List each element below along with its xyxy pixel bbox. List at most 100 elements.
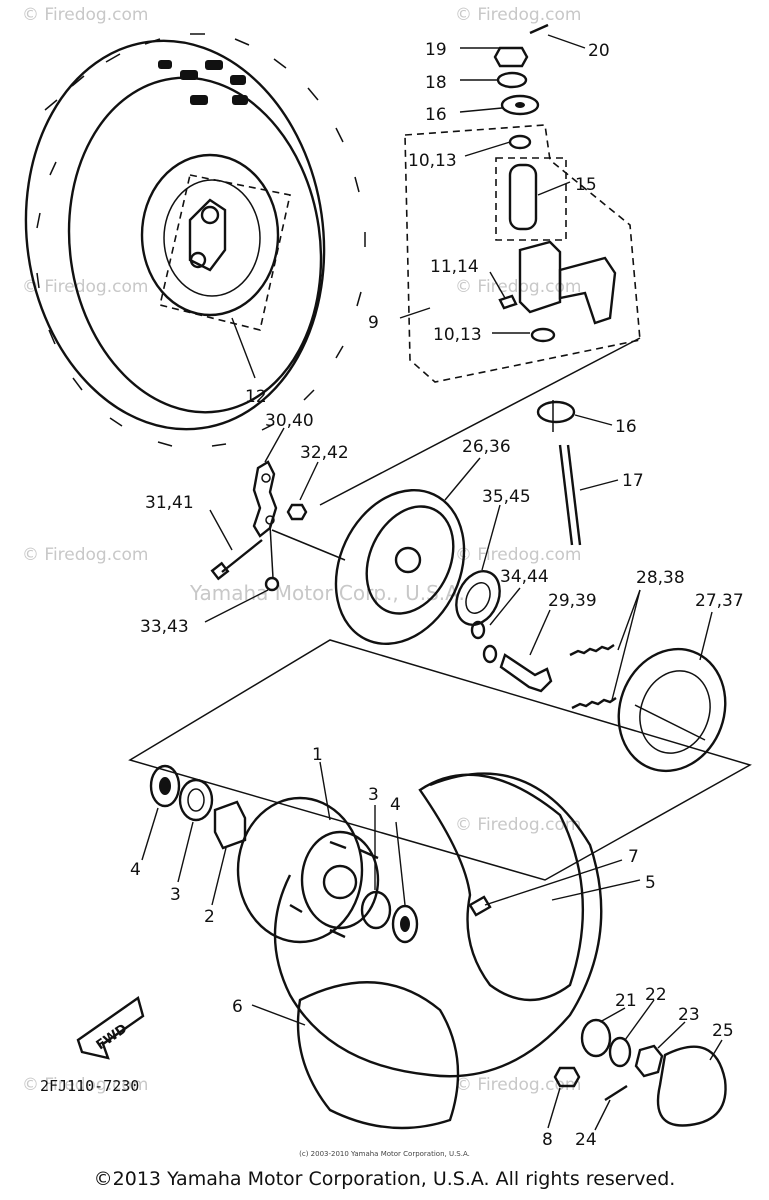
- leader-17: [579, 479, 619, 491]
- leader-33: [204, 589, 269, 623]
- callout-label: 6: [232, 997, 243, 1017]
- small-copyright-note: (c) 2003-2010 Yamaha Motor Corporation, …: [299, 1150, 470, 1158]
- bushing-top: [508, 134, 532, 150]
- knuckle-callout-box: [159, 174, 291, 331]
- oil-seal-4-left: [149, 764, 181, 808]
- callout-label: 7: [628, 847, 639, 867]
- hub-flange: [300, 830, 380, 930]
- leader-32: [299, 461, 319, 501]
- callout-label: 34,44: [500, 567, 549, 587]
- watermark-group: © Firedog.com © Firedog.com © Firedog.co…: [22, 5, 581, 1095]
- brake-camshaft-29: [499, 653, 553, 693]
- leader-26: [444, 457, 481, 501]
- bearing-3-right: [360, 890, 392, 930]
- fwd-arrow-badge: FWD: [76, 996, 145, 1060]
- tire-assembly-top: [24, 33, 366, 447]
- callout-labels: 1 2 3 3 4 4 5 6 7 8 9 10,13 10,13 11,14 …: [130, 40, 744, 1150]
- tread-block: [230, 75, 246, 85]
- leader-2: [211, 847, 227, 906]
- oil-seal-4-right: [391, 904, 419, 944]
- callout-label: 12: [245, 387, 267, 407]
- brake-cam-lever: [252, 460, 278, 538]
- callout-label: 18: [425, 73, 447, 93]
- lever-axis: [269, 524, 274, 579]
- knuckle-group-box: [404, 124, 641, 383]
- tread-block: [190, 95, 208, 105]
- leader-35: [481, 504, 501, 571]
- leader-7: [484, 859, 623, 906]
- leader-3a: [177, 821, 194, 883]
- cotter-pin-20: [529, 23, 549, 35]
- callout-label: 15: [575, 175, 597, 195]
- spring-28-bottom: [571, 697, 617, 710]
- leader-9: [399, 307, 431, 319]
- leader-15: [537, 181, 571, 196]
- castle-nut: [493, 46, 529, 68]
- callout-label: 35,45: [482, 487, 531, 507]
- watermark-firedog: © Firedog.com: [455, 815, 581, 835]
- leader-31: [209, 509, 233, 551]
- callout-label: 11,14: [430, 257, 479, 277]
- leader-23: [657, 1021, 686, 1049]
- valve-7: [468, 895, 492, 917]
- watermark-firedog: © Firedog.com: [455, 545, 581, 565]
- tire-outline: [24, 39, 326, 431]
- washer-18: [496, 71, 528, 89]
- king-pin-bolt-17: [558, 444, 574, 546]
- tread-block: [232, 95, 248, 105]
- watermark-firedog: © Firedog.com: [22, 1075, 148, 1095]
- bolt-31-head: [210, 561, 230, 581]
- callout-label: 32,42: [300, 443, 349, 463]
- callout-label: 28,38: [636, 568, 685, 588]
- fwd-arrow-shape: [76, 996, 145, 1060]
- callout-label: 2: [204, 907, 215, 927]
- assembly-plane-outline: [128, 639, 752, 881]
- bolt-31: [221, 539, 263, 573]
- brake-panel-inner: [365, 505, 455, 615]
- king-pin-15: [508, 163, 538, 231]
- oil-seal-35: [455, 570, 501, 626]
- watermark-firedog: © Firedog.com: [22, 277, 148, 297]
- wheel-half-5: [418, 773, 585, 1002]
- leader-27: [699, 611, 713, 661]
- lever-hole: [261, 473, 271, 483]
- wheel-stud: [329, 928, 346, 939]
- leader-10a: [464, 141, 511, 157]
- leader-8: [547, 1087, 561, 1129]
- watermark-firedog: © Firedog.com: [455, 1075, 581, 1095]
- leader-25: [709, 1039, 723, 1061]
- leader-24: [594, 1099, 611, 1131]
- callout-label: 25: [712, 1021, 734, 1041]
- wheel-rim: [140, 153, 280, 317]
- leader-1: [319, 761, 331, 821]
- leader-28b: [611, 589, 641, 701]
- callout-label: 3: [170, 885, 181, 905]
- callout-label: 4: [390, 795, 401, 815]
- oil-seal-inner: [465, 582, 491, 614]
- tire-inner-wall: [67, 76, 323, 414]
- knuckle-arm: [558, 256, 617, 325]
- seal-center: [400, 916, 410, 932]
- dust-seal-16: [500, 94, 540, 116]
- callout-label: 1: [312, 745, 323, 765]
- wheel-half-6: [296, 981, 460, 1130]
- callout-label: 21: [615, 991, 637, 1011]
- leader-21: [599, 1007, 626, 1023]
- copyright-footer: ©2013 Yamaha Motor Corporation, U.S.A. A…: [93, 1168, 676, 1190]
- callout-label: 29,39: [548, 591, 597, 611]
- tread-block: [158, 60, 172, 69]
- tire-outer: [273, 772, 603, 1078]
- callout-label: 26,36: [462, 437, 511, 457]
- lever-to-panel: [271, 529, 346, 561]
- callout-label: 4: [130, 860, 141, 880]
- dust-seal-16-bottom: [536, 400, 576, 424]
- tread-block: [180, 70, 198, 80]
- steering-knuckle-assembly: [399, 23, 641, 546]
- castle-nut-23: [634, 1044, 664, 1078]
- knuckle-body: [518, 240, 562, 314]
- brake-panel-26: [334, 488, 466, 646]
- callout-label: 8: [542, 1130, 553, 1150]
- king-pin-bolt-17-edge: [566, 444, 582, 546]
- brake-panel-hub: [394, 546, 422, 574]
